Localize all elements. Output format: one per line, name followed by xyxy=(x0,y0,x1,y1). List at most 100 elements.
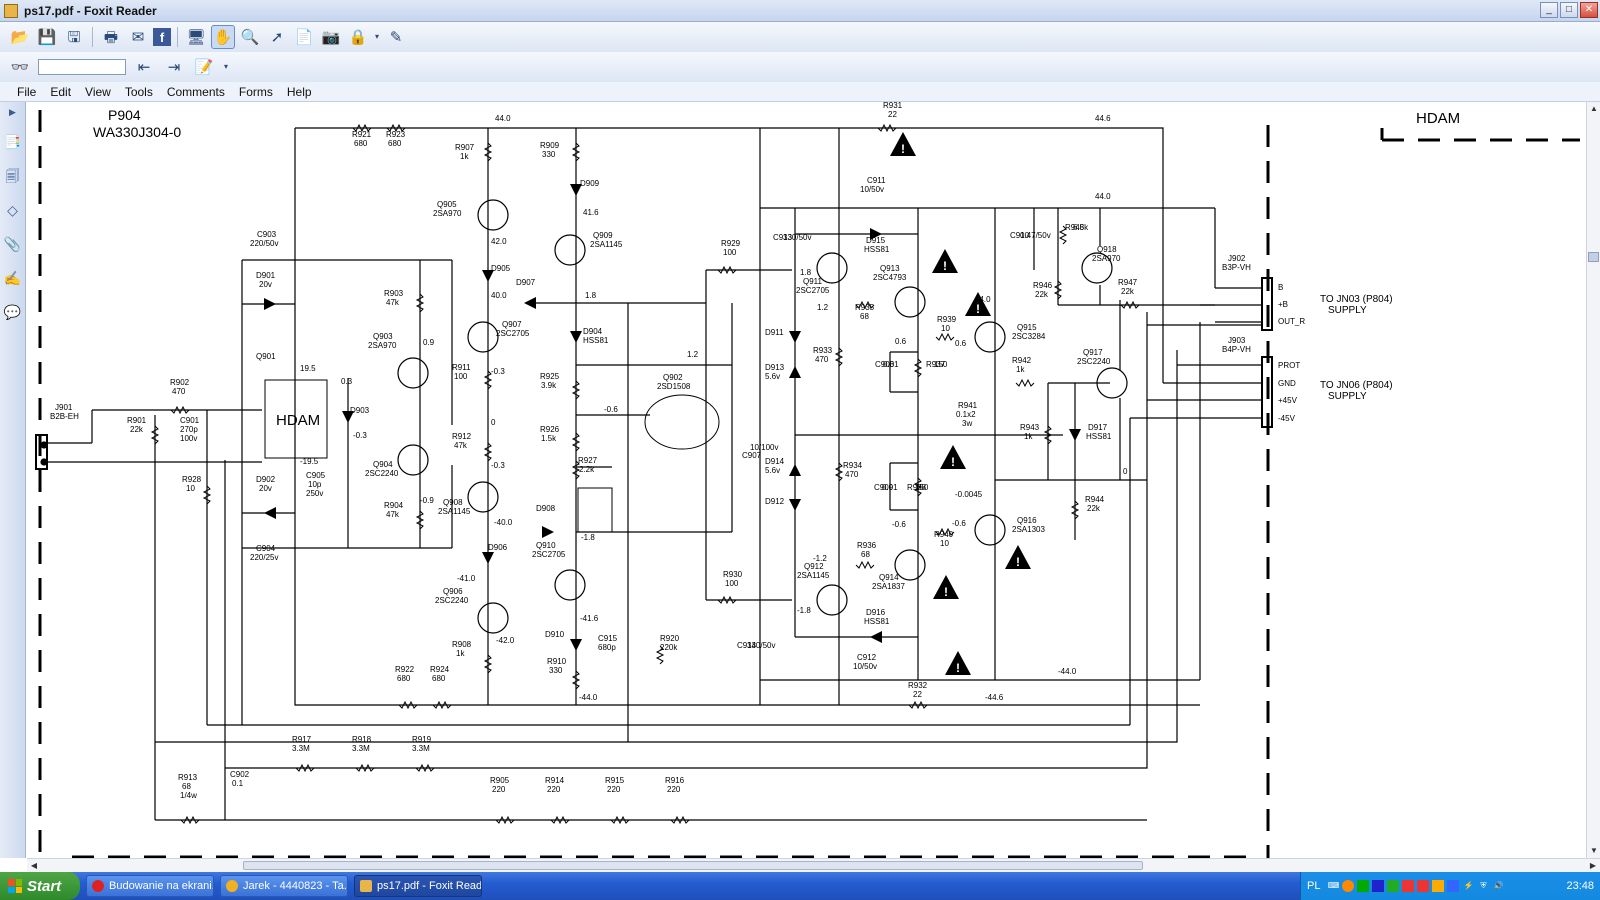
voltage-label: -0.9 xyxy=(420,496,434,505)
menu-comments[interactable]: Comments xyxy=(166,84,225,99)
component-label: 10 xyxy=(186,484,195,493)
toolbar-separator xyxy=(92,27,93,47)
component-label: 330/50v xyxy=(783,233,811,242)
select-arrow-icon[interactable]: ➚ xyxy=(270,28,284,46)
j903-pin-gnd: GND xyxy=(1278,379,1296,388)
task-foxit[interactable]: ps17.pdf - Foxit Reader xyxy=(354,875,482,897)
attachments-icon[interactable]: 📎 xyxy=(3,236,22,252)
component-label: R908 xyxy=(452,640,472,649)
snapshot-icon[interactable]: 📷 xyxy=(321,28,341,46)
component-label: J902 xyxy=(1228,254,1246,263)
diode-symbol xyxy=(570,184,582,196)
horizontal-scrollbar[interactable]: ◀ ▶ xyxy=(27,858,1600,872)
find-options-icon[interactable]: 📝 xyxy=(194,58,214,76)
select-text-icon[interactable]: 📄 xyxy=(294,28,314,46)
menu-help[interactable]: Help xyxy=(286,84,312,99)
minimize-button[interactable]: _ xyxy=(1540,2,1558,18)
pages-icon[interactable]: 🗐 xyxy=(5,168,20,184)
component-label: R912 xyxy=(452,432,472,441)
tray-app-icon[interactable] xyxy=(1372,880,1385,892)
component-label: 0.01 xyxy=(882,483,898,492)
resistor-symbol xyxy=(150,425,160,445)
layers-icon[interactable]: ◇ xyxy=(7,202,18,218)
language-indicator[interactable]: PL xyxy=(1307,880,1321,892)
task-opera[interactable]: Budowanie na ekrani... xyxy=(86,875,214,897)
dropdown-arrow-icon[interactable]: ▾ xyxy=(223,62,228,71)
scroll-down-icon[interactable]: ▼ xyxy=(1590,846,1598,855)
pencil-icon[interactable]: ✎ xyxy=(389,28,403,46)
component-label: R915 xyxy=(605,776,625,785)
dropdown-arrow-icon[interactable]: ▾ xyxy=(374,32,379,41)
component-label: D916 xyxy=(866,608,886,617)
task-chat[interactable]: Jarek - 4440823 - Ta... xyxy=(220,875,348,897)
clock[interactable]: 23:48 xyxy=(1566,880,1594,892)
find-prev-icon[interactable]: ⇤ xyxy=(137,58,151,76)
bookmarks-icon[interactable]: 📑 xyxy=(3,134,22,150)
component-label: C914 xyxy=(737,641,757,650)
component-label: J901 xyxy=(55,403,73,412)
menu-forms[interactable]: Forms xyxy=(238,84,273,99)
tray-app-icon[interactable] xyxy=(1432,880,1445,892)
expand-panel-icon[interactable]: ▶ xyxy=(9,107,16,117)
menu-file[interactable]: File xyxy=(17,84,37,99)
component-label: 680 xyxy=(432,674,446,683)
j902-pin-b: B xyxy=(1278,283,1283,292)
warning-triangle-icon xyxy=(940,445,966,469)
maximize-button[interactable]: □ xyxy=(1560,2,1578,18)
menu-edit[interactable]: Edit xyxy=(50,84,72,99)
zoom-tool-icon[interactable]: 🔍 xyxy=(240,28,260,46)
diode-symbol xyxy=(542,526,554,538)
save-icon[interactable]: 💾 xyxy=(37,28,57,46)
binoculars-icon[interactable]: 👓 xyxy=(10,58,30,76)
scroll-right-icon[interactable]: ▶ xyxy=(1589,861,1597,870)
windows-flag-icon xyxy=(8,879,22,893)
tray-app-icon[interactable] xyxy=(1417,880,1430,892)
start-button[interactable]: Start xyxy=(0,872,80,900)
voltage-label: 0.9 xyxy=(423,338,435,347)
component-label: C905 xyxy=(306,471,326,480)
horizontal-scroll-thumb[interactable] xyxy=(243,861,1143,870)
vertical-scrollbar[interactable]: ▲ ▼ xyxy=(1586,102,1600,858)
component-label: 470 xyxy=(845,470,859,479)
network-icon[interactable]: ⚡ xyxy=(1463,881,1474,890)
resistor-symbol xyxy=(495,815,515,825)
volume-icon[interactable]: 🔊 xyxy=(1493,881,1504,890)
menu-tools[interactable]: Tools xyxy=(124,84,153,99)
diode-symbol xyxy=(789,331,801,343)
warning-triangle-icon xyxy=(932,249,958,273)
save-as-icon[interactable]: 🖫 xyxy=(67,28,81,46)
component-label: 10 xyxy=(940,539,949,548)
signatures-icon[interactable]: ✍ xyxy=(3,270,22,286)
tray-app-icon[interactable] xyxy=(1387,880,1400,892)
typewriter-icon[interactable]: 🔒 xyxy=(348,28,368,46)
tray-app-icon[interactable] xyxy=(1402,880,1415,892)
menu-view[interactable]: View xyxy=(85,84,111,99)
warning-mark: ! xyxy=(944,585,948,599)
voltage-label: 0 xyxy=(491,418,496,427)
facebook-icon[interactable]: f xyxy=(153,28,171,46)
monitor-icon[interactable]: 🖥 xyxy=(186,28,206,46)
component-label: R936 xyxy=(857,541,877,550)
open-icon[interactable]: 📂 xyxy=(10,28,30,46)
hand-tool-icon[interactable]: ✋ xyxy=(211,25,235,49)
scroll-up-icon[interactable]: ▲ xyxy=(1590,104,1598,113)
close-button[interactable]: ✕ xyxy=(1580,2,1598,18)
scroll-left-icon[interactable]: ◀ xyxy=(30,861,38,870)
find-input[interactable] xyxy=(38,59,126,75)
email-icon[interactable]: ✉ xyxy=(131,28,145,46)
comments-icon[interactable]: 💬 xyxy=(3,304,22,320)
component-label: 10/100v xyxy=(750,443,778,452)
print-icon[interactable]: 🖶 xyxy=(103,28,119,46)
tray-app-icon[interactable] xyxy=(1342,880,1355,892)
component-label: 2SC2705 xyxy=(496,329,530,338)
tray-app-icon[interactable] xyxy=(1357,880,1370,892)
find-next-icon[interactable]: ⇥ xyxy=(167,58,181,76)
tray-app-icon[interactable] xyxy=(1447,880,1460,892)
diode-symbol xyxy=(264,298,276,310)
component-label: R924 xyxy=(430,665,450,674)
keyboard-icon[interactable]: ⌨ xyxy=(1327,881,1340,890)
vertical-scroll-thumb[interactable] xyxy=(1588,252,1599,262)
voltage-label: -0.3 xyxy=(491,367,505,376)
security-icon[interactable]: ⛨ xyxy=(1480,881,1487,890)
